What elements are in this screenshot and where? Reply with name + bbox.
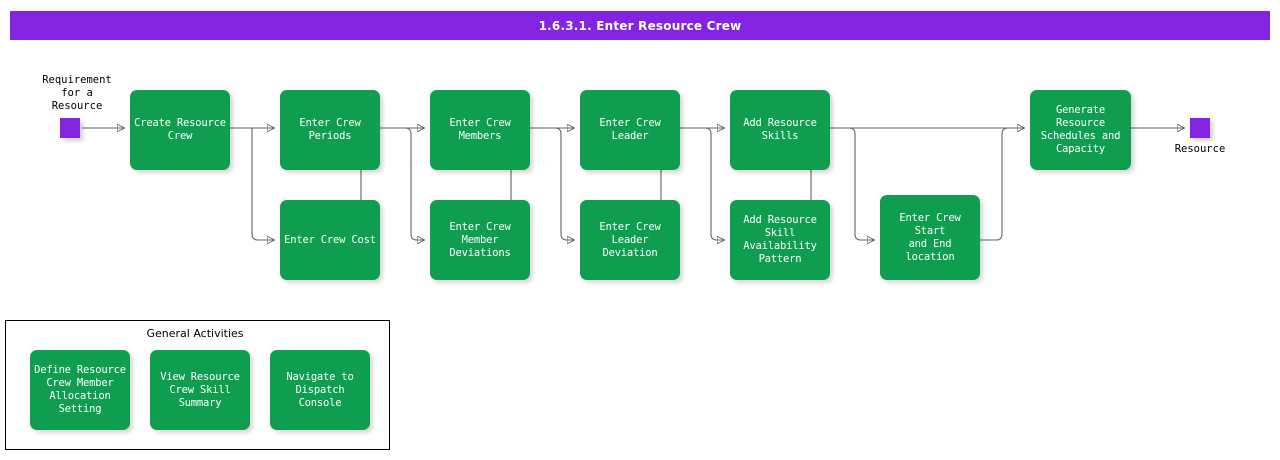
node-label: Enter Crew Member Deviations <box>449 220 511 259</box>
node-enter-crew-cost[interactable]: Enter Crew Cost <box>280 200 380 280</box>
node-define-resource-crew-member-allocation-setting[interactable]: Define Resource Crew Member Allocation S… <box>30 350 130 430</box>
page-title-bar: 1.6.3.1. Enter Resource Crew <box>10 11 1270 40</box>
node-enter-crew-members[interactable]: Enter Crew Members <box>430 90 530 170</box>
node-label: View Resource Crew Skill Summary <box>160 370 240 409</box>
node-enter-crew-periods[interactable]: Enter Crew Periods <box>280 90 380 170</box>
node-add-resource-skills[interactable]: Add Resource Skills <box>730 90 830 170</box>
node-enter-crew-leader-deviation[interactable]: Enter Crew Leader Deviation <box>580 200 680 280</box>
node-enter-crew-start-and-end-location[interactable]: Enter Crew Start and End location <box>880 195 980 280</box>
node-label: Enter Crew Cost <box>284 233 376 246</box>
node-label: Navigate to Dispatch Console <box>286 370 354 409</box>
start-terminator[interactable] <box>60 118 80 138</box>
node-label: Add Resource Skills <box>743 117 817 142</box>
node-label: Enter Crew Periods <box>299 117 361 142</box>
node-add-resource-skill-availability-pattern[interactable]: Add Resource Skill Availability Pattern <box>730 200 830 280</box>
node-label: Enter Crew Start and End location <box>899 211 961 263</box>
node-view-resource-crew-skill-summary[interactable]: View Resource Crew Skill Summary <box>150 350 250 430</box>
node-label: Enter Crew Members <box>449 117 511 142</box>
end-terminator-label: Resource <box>1174 143 1226 155</box>
node-navigate-to-dispatch-console[interactable]: Navigate to Dispatch Console <box>270 350 370 430</box>
node-label: Define Resource Crew Member Allocation S… <box>34 364 126 415</box>
node-label: Generate Resource Schedules and Capacity <box>1040 104 1121 155</box>
end-terminator[interactable] <box>1190 118 1210 138</box>
node-label: Create Resource Crew <box>134 117 226 142</box>
node-enter-crew-leader[interactable]: Enter Crew Leader <box>580 90 680 170</box>
node-create-resource-crew[interactable]: Create Resource Crew <box>130 90 230 170</box>
node-label: Enter Crew Leader <box>599 117 661 142</box>
node-enter-crew-member-deviations[interactable]: Enter Crew Member Deviations <box>430 200 530 280</box>
general-activities-title: General Activities <box>146 327 244 340</box>
start-terminator-label: Requirement for a Resource <box>42 74 112 112</box>
node-generate-resource-schedules-and-capacity[interactable]: Generate Resource Schedules and Capacity <box>1030 90 1131 170</box>
node-label: Add Resource Skill Availability Pattern <box>743 214 817 265</box>
node-label: Enter Crew Leader Deviation <box>599 220 661 259</box>
page-title: 1.6.3.1. Enter Resource Crew <box>538 18 742 33</box>
